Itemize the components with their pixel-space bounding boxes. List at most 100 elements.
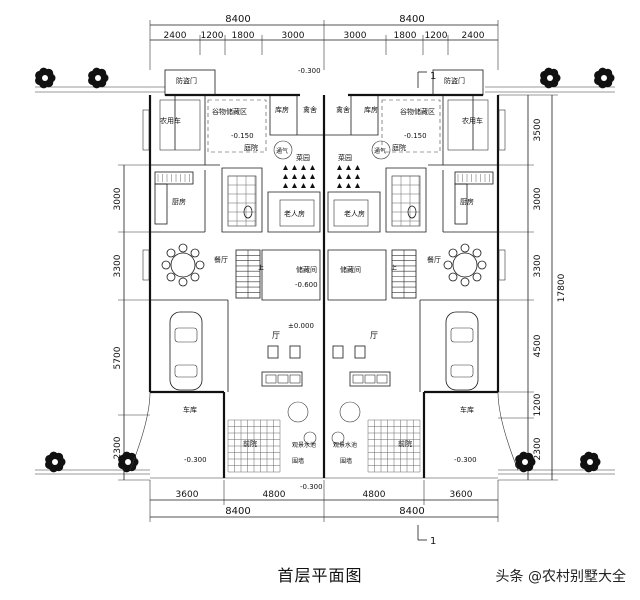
dim-right-4: 4500 bbox=[533, 334, 543, 357]
label-garden-right: 菜园 bbox=[338, 153, 352, 162]
level-stair: -0.600 bbox=[295, 281, 318, 289]
vent-circles bbox=[273, 140, 391, 160]
watermark-credit: 头条 @农村别墅大全 bbox=[495, 569, 626, 585]
label-up-right: 上 bbox=[391, 264, 397, 272]
label-poultry-right: 禽舍 bbox=[336, 105, 350, 114]
dim-bottom-seg-4: 3600 bbox=[450, 490, 473, 500]
label-kitchen-left: 厨房 bbox=[172, 197, 186, 206]
label-dining-right: 餐厅 bbox=[427, 255, 441, 264]
garage-driveway-arcs bbox=[129, 391, 519, 471]
kitchen-fixtures bbox=[154, 171, 494, 227]
left-dimension-lines bbox=[118, 164, 150, 481]
label-front-court-right: 前院 bbox=[398, 439, 412, 448]
label-hall-right: 厅 bbox=[370, 331, 378, 340]
dining-table-left bbox=[161, 243, 205, 287]
dim-bottom-seg-3: 4800 bbox=[363, 490, 386, 500]
dim-top-total-right: 8400 bbox=[399, 14, 424, 25]
bottom-dimension-lines bbox=[149, 480, 499, 522]
label-front-court-left: 前院 bbox=[243, 439, 257, 448]
level-storage-left: -0.150 bbox=[231, 132, 254, 140]
dim-bottom-total-right: 8400 bbox=[399, 506, 424, 517]
label-hall-left: 厅 bbox=[272, 331, 280, 340]
tree-icon bbox=[515, 451, 536, 473]
label-vent-left: 通气 bbox=[276, 147, 288, 155]
label-gate-left: 防盗门 bbox=[176, 76, 197, 85]
label-farm-vehicle-left: 农用车 bbox=[160, 116, 181, 125]
front-court-tiles bbox=[227, 419, 421, 473]
level-marks: -0.300 -0.150 -0.150 -0.600 ±0.000 -0.30… bbox=[184, 67, 477, 491]
axis-marker-bottom-label: 1 bbox=[430, 536, 436, 547]
label-storeroom-right: 储藏间 bbox=[340, 265, 361, 274]
label-elder-room-right: 老人房 bbox=[344, 209, 365, 218]
dim-top-seg-2: 1200 bbox=[201, 31, 224, 41]
label-vent-right: 通气 bbox=[374, 147, 386, 155]
level-bottom-left: -0.300 bbox=[184, 456, 207, 464]
beds bbox=[159, 99, 489, 227]
drawing-title: 首层平面图 bbox=[277, 566, 363, 585]
axis-marker-top bbox=[417, 71, 427, 88]
level-top: -0.300 bbox=[298, 67, 321, 75]
dim-top-total-left: 8400 bbox=[225, 14, 250, 25]
water-features bbox=[287, 401, 361, 445]
room-labels: 防盗门 防盗门 农用车 农用车 谷物储藏区 谷物储藏区 库房 库房 禽舍 禽舍 … bbox=[160, 76, 483, 465]
label-storeroom-left: 储藏间 bbox=[296, 265, 317, 274]
dim-bottom-total-left: 8400 bbox=[225, 506, 250, 517]
label-garage-right: 车库 bbox=[460, 405, 474, 414]
tree-icon bbox=[88, 67, 109, 89]
tree-icon bbox=[118, 451, 139, 473]
dim-bottom-seg-1: 3600 bbox=[176, 490, 199, 500]
tree-icon bbox=[540, 67, 561, 89]
label-water-left: 观景水池 bbox=[292, 441, 316, 449]
label-pantry-right: 库房 bbox=[364, 105, 378, 114]
label-water-right: 观景水池 bbox=[333, 441, 357, 449]
level-bottom-right: -0.300 bbox=[454, 456, 477, 464]
top-dimension-lines bbox=[149, 20, 499, 70]
ground-lines bbox=[35, 86, 615, 479]
tree-icon bbox=[45, 451, 66, 473]
dim-left-2: 3300 bbox=[113, 254, 123, 277]
dim-right-total: 17800 bbox=[557, 273, 567, 302]
gate-porch-left bbox=[164, 69, 216, 96]
garage-car-right bbox=[445, 311, 479, 391]
dim-right-2: 3000 bbox=[533, 187, 543, 210]
dim-top-seg-4: 3000 bbox=[282, 31, 305, 41]
label-courtyard-right: 庭院 bbox=[392, 143, 406, 152]
label-grain-storage-left: 谷物储藏区 bbox=[212, 107, 247, 116]
dim-top-seg-8: 2400 bbox=[462, 31, 485, 41]
level-bottom-mid: -0.300 bbox=[300, 483, 323, 491]
interior-walls bbox=[150, 95, 498, 392]
label-kitchen-right: 厨房 bbox=[460, 197, 474, 206]
staircases bbox=[235, 249, 417, 299]
dim-right-1: 3500 bbox=[533, 118, 543, 141]
grain-storage-zones bbox=[207, 99, 441, 153]
level-storage-right: -0.150 bbox=[404, 132, 427, 140]
garage-car-left bbox=[169, 311, 203, 391]
gate-porch-right bbox=[432, 69, 484, 96]
dim-right-3: 3300 bbox=[533, 254, 543, 277]
dim-top-seg-6: 1800 bbox=[394, 31, 417, 41]
landscape-trees bbox=[35, 67, 615, 473]
label-farm-vehicle-right: 农用车 bbox=[462, 116, 483, 125]
tree-icon bbox=[580, 451, 601, 473]
dim-top-seg-7: 1200 bbox=[425, 31, 448, 41]
dim-right-5: 1200 bbox=[533, 393, 543, 416]
right-dimension-lines bbox=[498, 94, 558, 481]
dim-bottom-seg-2: 4800 bbox=[263, 490, 286, 500]
label-up-left: 上 bbox=[258, 264, 264, 272]
hall-furniture-left bbox=[261, 345, 303, 387]
dim-left-3: 5700 bbox=[113, 346, 123, 369]
label-poultry-left: 禽舍 bbox=[303, 105, 317, 114]
exterior-walls bbox=[148, 69, 500, 478]
label-pantry-left: 库房 bbox=[275, 105, 289, 114]
axis-marker-bottom bbox=[417, 525, 427, 541]
label-garden-left: 菜园 bbox=[296, 153, 310, 162]
label-dining-left: 餐厅 bbox=[214, 255, 228, 264]
tree-icon bbox=[594, 67, 615, 89]
dim-top-seg-3: 1800 bbox=[232, 31, 255, 41]
tree-icon bbox=[35, 67, 56, 89]
vegetable-garden-pattern bbox=[283, 165, 360, 188]
dim-left-1: 3000 bbox=[113, 187, 123, 210]
label-elder-room-left: 老人房 bbox=[284, 209, 305, 218]
